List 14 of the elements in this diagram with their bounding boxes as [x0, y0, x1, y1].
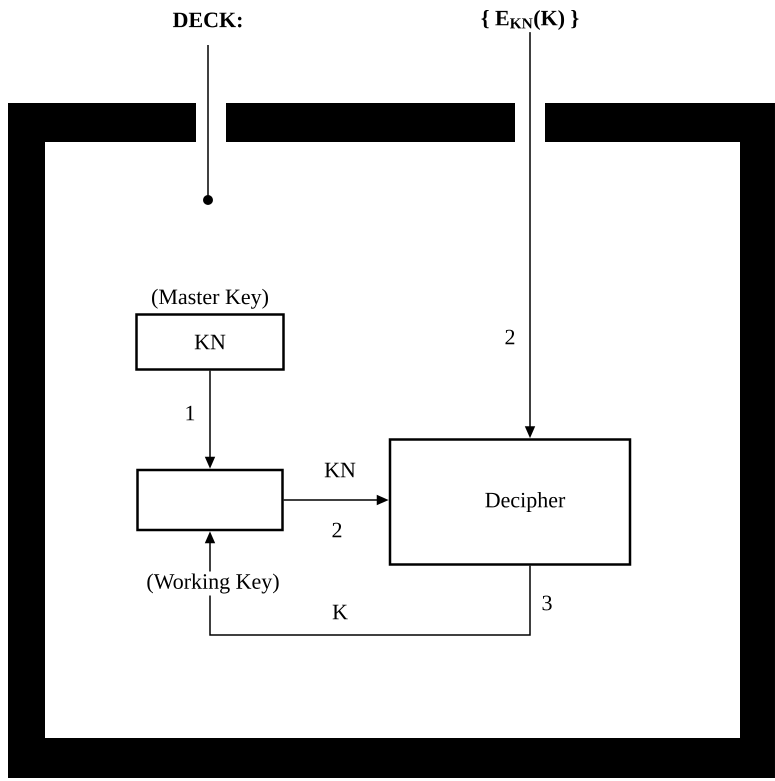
edge-label: 2 [504, 328, 516, 346]
edge-label: K [331, 604, 349, 620]
step-number: 3 [542, 596, 552, 610]
label-text: { E$_{KN}$(K) } [482, 10, 578, 30]
step-number: 2 [332, 522, 342, 538]
process-box [136, 468, 284, 532]
process-box: (Master Key) KN [135, 288, 285, 371]
node-label: (Master Key) [152, 288, 268, 309]
edge-label: 1 [184, 404, 196, 422]
arrow [203, 45, 213, 205]
edge-label: KN [323, 462, 357, 478]
caption-text: (Working Key) [144, 571, 282, 596]
process-box: Decipher [388, 438, 632, 566]
label-text: DECK: [172, 12, 242, 28]
